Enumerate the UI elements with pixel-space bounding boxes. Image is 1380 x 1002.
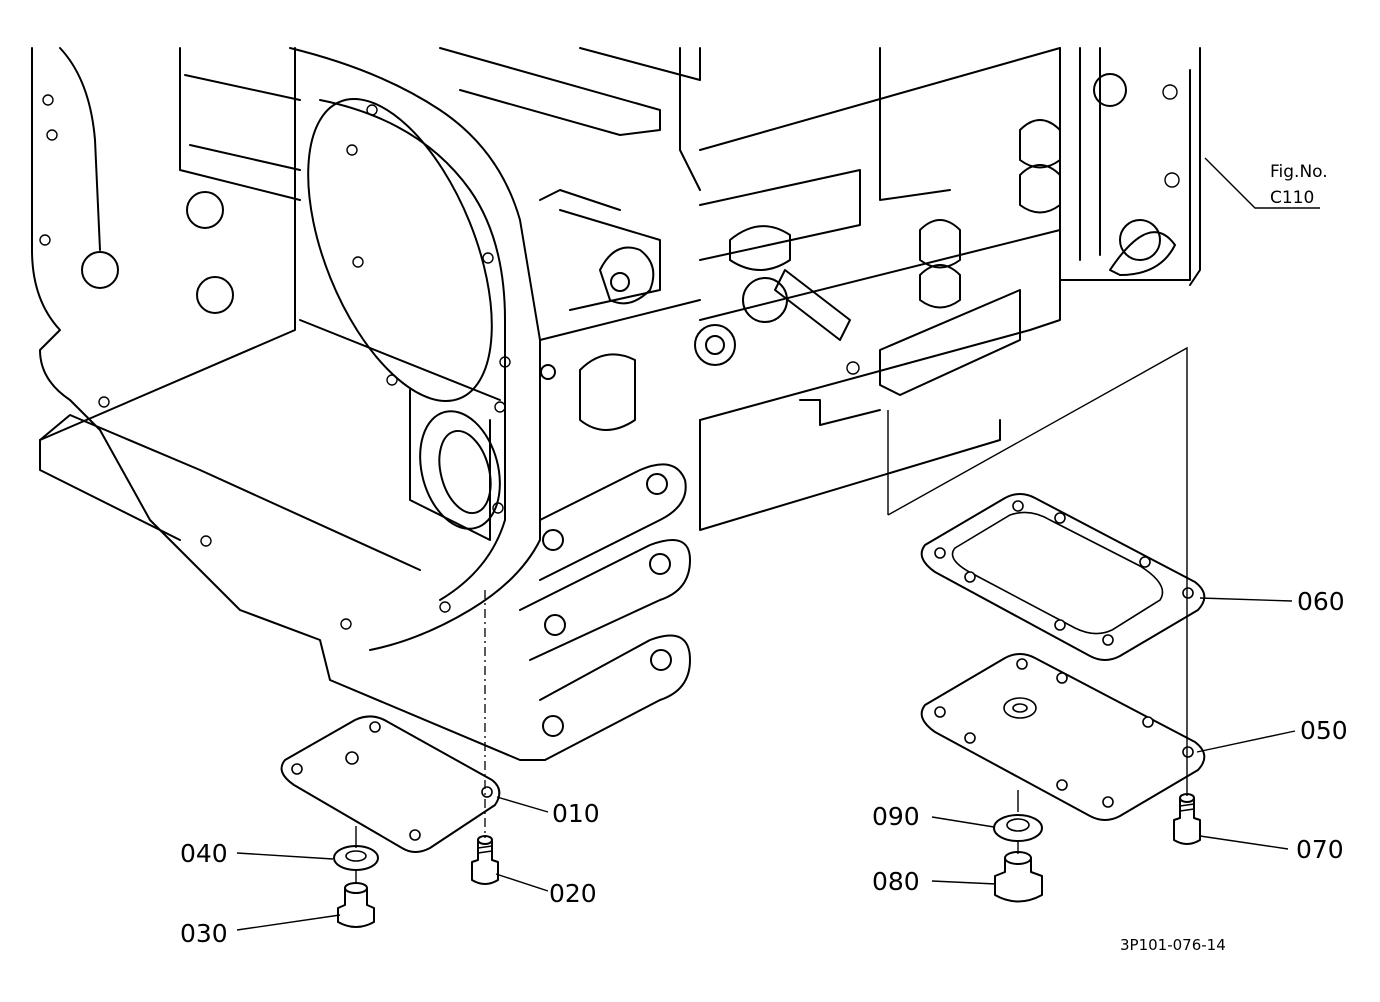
part-060-gasket bbox=[920, 493, 1206, 661]
figure-reference-line1: Fig.No. bbox=[1270, 162, 1328, 182]
leader-lines bbox=[236, 157, 1320, 931]
callout-060: 060 bbox=[1297, 587, 1345, 616]
part-040-seal-washer bbox=[333, 845, 379, 871]
part-020-bolt bbox=[471, 835, 499, 885]
callout-010: 010 bbox=[552, 799, 600, 828]
part-030-drain-plug bbox=[337, 882, 375, 928]
callout-labels: 010 020 030 040 050 060 070 080 090 bbox=[180, 587, 1348, 948]
transmission-housing bbox=[31, 47, 1201, 761]
callout-030: 030 bbox=[180, 919, 228, 948]
figure-reference-line2: C110 bbox=[1270, 188, 1314, 208]
callout-080: 080 bbox=[872, 867, 920, 896]
callout-090: 090 bbox=[872, 802, 920, 831]
callout-070: 070 bbox=[1296, 835, 1344, 864]
part-080-drain-plug bbox=[994, 851, 1043, 903]
assembly-lines bbox=[355, 346, 1188, 884]
callout-050: 050 bbox=[1300, 716, 1348, 745]
part-050-cover-plate bbox=[920, 653, 1206, 821]
drawing-code: 3P101-076-14 bbox=[1120, 936, 1226, 954]
part-010-cover-plate bbox=[280, 715, 501, 853]
callout-040: 040 bbox=[180, 839, 228, 868]
callout-020: 020 bbox=[549, 879, 597, 908]
part-090-seal-washer bbox=[993, 814, 1043, 842]
part-070-bolt bbox=[1173, 793, 1201, 845]
